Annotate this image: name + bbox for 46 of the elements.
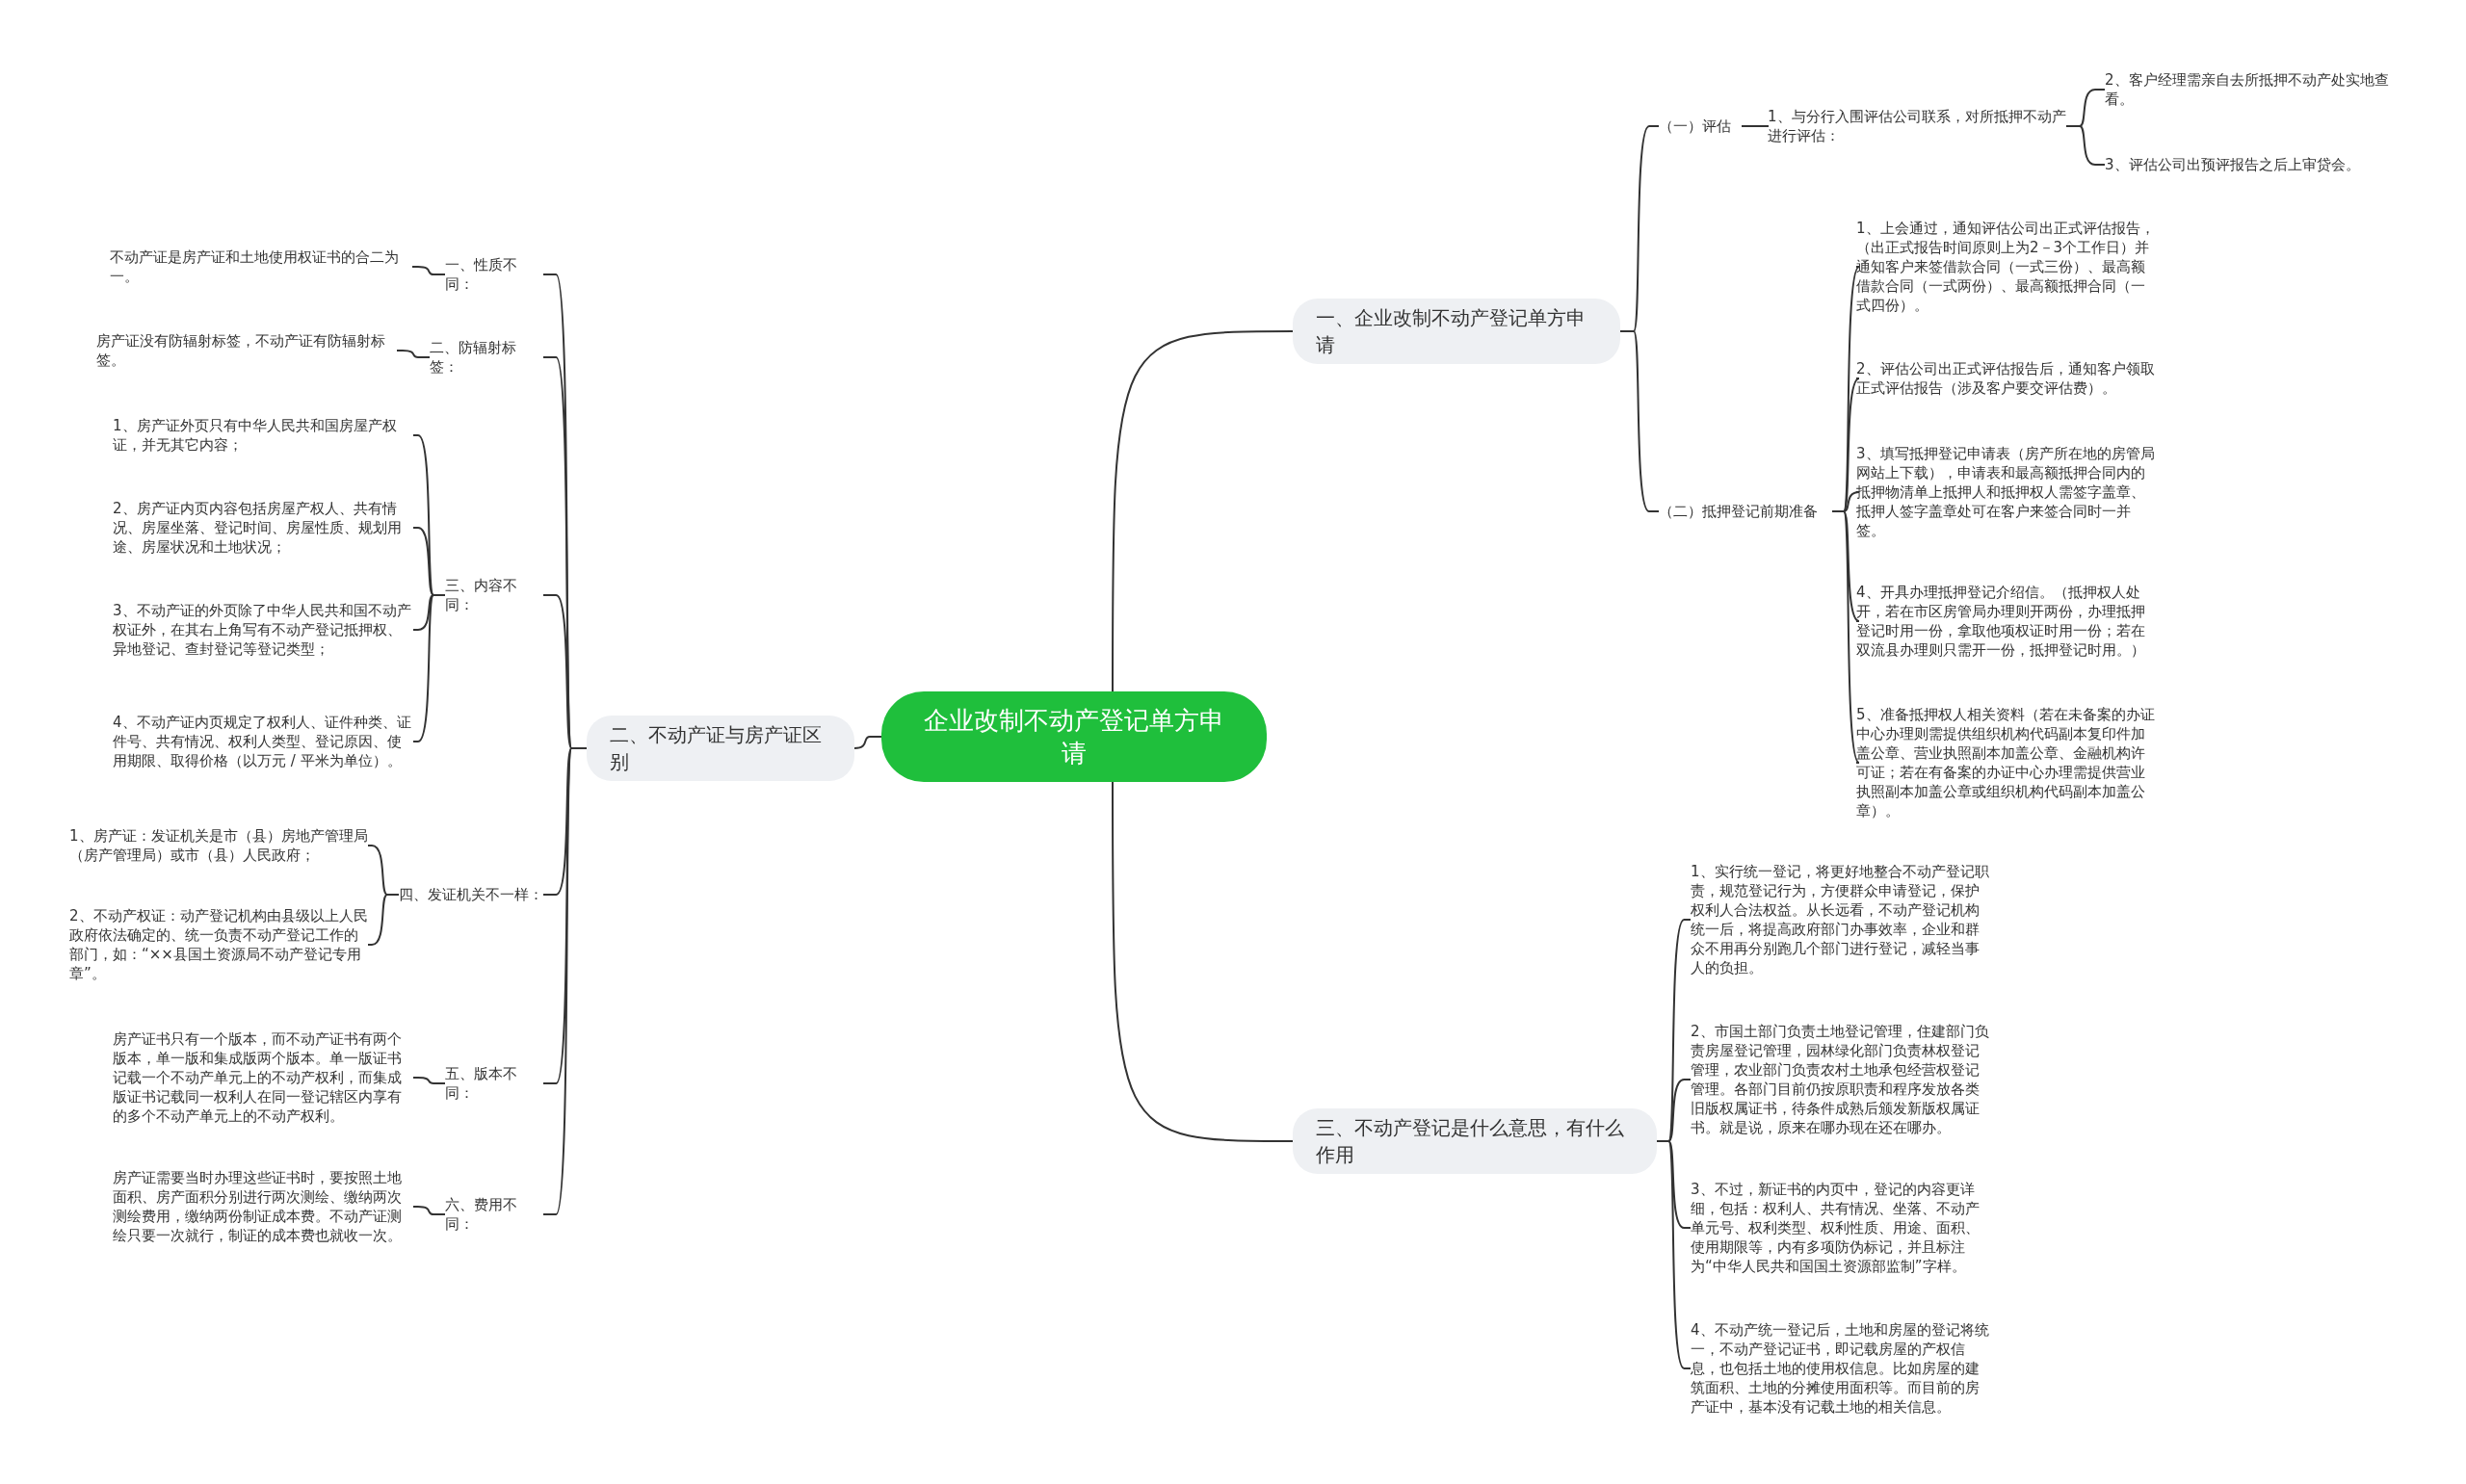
- connector-line: [1656, 1140, 1692, 1369]
- topic-box: 企业改制不动产登记单方申请: [881, 691, 1267, 782]
- connector-line: [412, 1206, 446, 1215]
- node-text: （二）抵押登记前期准备: [1659, 499, 1832, 524]
- node-text: 1、房产证：发证机关是市（县）房地产管理局（房产管理局）或市（县）人民政府；: [69, 823, 368, 868]
- branch-box: 一、企业改制不动产登记单方申请: [1293, 299, 1620, 364]
- connector-line: [2065, 125, 2106, 166]
- node-text: 二、防辐射标签：: [430, 338, 543, 377]
- connector-line: [1112, 781, 1294, 1142]
- node-text: 五、版本不同：: [445, 1064, 543, 1103]
- node-text: 1、与分行入围评估公司联系，对所抵押不动产进行评估：: [1768, 104, 2066, 148]
- node-text: 三、内容不同：: [445, 576, 543, 614]
- node-text: 1、实行统一登记，将更好地整合不动产登记职责，规范登记行为，方便群众申请登记，保护权利人合法权益。从长远看，不动产登记机构统一后，将提高政府部门办事效率，企业和群众不用再分别跑几个部门进行登记，减轻当事人的负担。: [1691, 860, 1991, 979]
- connector-line: [1112, 330, 1294, 692]
- connector-line: [411, 266, 446, 275]
- node-text: 4、不动产证内页规定了权利人、证件种类、证件号、共有情况、权利人类型、登记原因、使用期限、取得价格（以万元 / 平米为单位）。: [113, 700, 413, 783]
- node-text: 3、不动产证的外页除了中华人民共和国不动产权证外，在其右上角写有不动产登记抵押权、异地登记、查封登记等登记类型；: [113, 598, 413, 662]
- connector-line: [367, 894, 400, 946]
- node-text: 5、准备抵押权人相关资料（若在未备案的办证中心办理则需提供组织机构代码副本复印件加盖公章、营业执照副本加盖公章、金融机构许可证；若在有备案的办证中心办理需提供营业执照副本加盖公章或组织机构代码副本加盖公章）。: [1856, 703, 2155, 822]
- node-text: 房产证没有防辐射标签，不动产证有防辐射标签。: [96, 328, 397, 373]
- node-text: 1、上会通过，通知评估公司出正式评估报告，（出正式报告时间原则上为2－3个工作日）并通知客户来签借款合同（一式三份）、最高额借款合同（一式两份）、最高额抵押合同（一式四份）。: [1856, 216, 2155, 318]
- node-text: 3、评估公司出预评报告之后上审贷会。: [2105, 152, 2413, 177]
- node-text: 4、开具办理抵押登记介绍信。（抵押权人处开，若在市区房管局办理则开两份，办理抵押登记时用一份，拿取他项权证时用一份；若在双流县办理则只需开一份，抵押登记时用。）: [1856, 580, 2155, 663]
- node-text: 2、不动产权证：动产登记机构由县级以上人民政府依法确定的、统一负责不动产登记工作的部门，如：“××县国土资源局不动产登记专用章”。: [69, 903, 368, 986]
- branch-box: 三、不动产登记是什么意思，有什么作用: [1293, 1108, 1657, 1174]
- branch-box: 二、不动产证与房产证区别: [587, 716, 854, 781]
- connector-line: [1741, 125, 1770, 127]
- node-text: 2、市国土部门负责土地登记管理，住建部门负责房屋登记管理，园林绿化部门负责林权登记管理，农业部门负责农村土地承包经营权登记管理。各部门目前仍按原职责和程序发放各类旧版权属证书，待条件成熟后颁发新版权属证书。就是说，原来在哪办现在还在哪办。: [1691, 1020, 1991, 1139]
- node-text: （一）评估: [1659, 114, 1742, 139]
- node-text: 房产证书只有一个版本，而不动产证书有两个版本，单一版和集成版两个版本。单一版证书记载一个不动产单元上的不动产权利，而集成版证书记载同一权利人在同一登记辖区内享有的多个不动产单元上的不动产权利。: [113, 1027, 413, 1129]
- node-text: 四、发证机关不一样：: [399, 882, 543, 907]
- node-text: 2、评估公司出正式评估报告后，通知客户领取正式评估报告（涉及客户要交评估费）。: [1856, 356, 2155, 401]
- node-text: 1、房产证外页只有中华人民共和国房屋产权证，并无其它内容；: [113, 413, 413, 457]
- node-text: 4、不动产统一登记后，土地和房屋的登记将统一，不动产登记证书，即记载房屋的产权信息，也包括土地的使用权信息。比如房屋的建筑面积、土地的分摊使用面积等。而目前的房产证中，基本没有记载土地的相关信息。: [1691, 1317, 1991, 1419]
- connector-line: [1831, 510, 1860, 764]
- connector-line: [396, 350, 431, 358]
- node-text: 一、性质不同：: [445, 255, 543, 294]
- node-text: 3、不过，新证书的内页中，登记的内容更详细，包括：权利人、共有情况、坐落、不动产单元号、权利类型、权利性质、用途、面积、使用期限等，内有多项防伪标记，并且标注为“中华人民共和国国土资源部监制”字样。: [1691, 1177, 1991, 1279]
- node-text: 2、房产证内页内容包括房屋产权人、共有情况、房屋坐落、登记时间、房屋性质、规划用途、房屋状况和土地状况；: [113, 496, 413, 560]
- node-text: 不动产证是房产证和土地使用权证书的合二为一。: [110, 245, 412, 289]
- node-text: 六、费用不同：: [445, 1195, 543, 1234]
- node-text: 2、客户经理需亲自去所抵押不动产处实地查看。: [2105, 67, 2413, 112]
- connector-line: [853, 736, 882, 749]
- connector-line: [412, 1077, 446, 1084]
- node-text: 房产证需要当时办理这些证书时，要按照土地面积、房产面积分别进行两次测绘、缴纳两次测绘费用，缴纳两份制证成本费。不动产证测绘只要一次就行，制证的成本费也就收一次。: [113, 1165, 413, 1248]
- connector-line: [412, 594, 446, 742]
